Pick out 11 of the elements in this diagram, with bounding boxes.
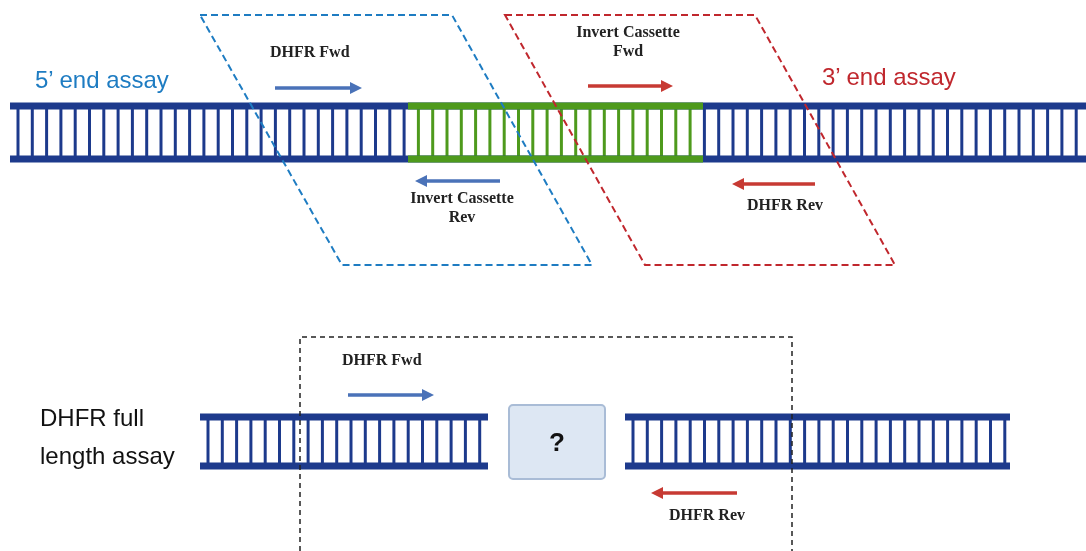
primer-label: Invert Cassette Rev [409,188,515,226]
assay-label: DHFR full length assay [40,403,176,471]
unknown-region-box [508,404,606,480]
primer-label: DHFR Fwd [270,42,350,61]
assay-label: 5’ end assay [35,65,170,95]
question-mark: ? [549,426,565,458]
primer-label: DHFR Rev [669,505,745,524]
primer-label: Invert Cassette Fwd [575,22,681,60]
assay-label: 3’ end assay [822,62,957,92]
primer-label: DHFR Fwd [342,350,422,369]
primer-label: DHFR Rev [747,195,823,214]
